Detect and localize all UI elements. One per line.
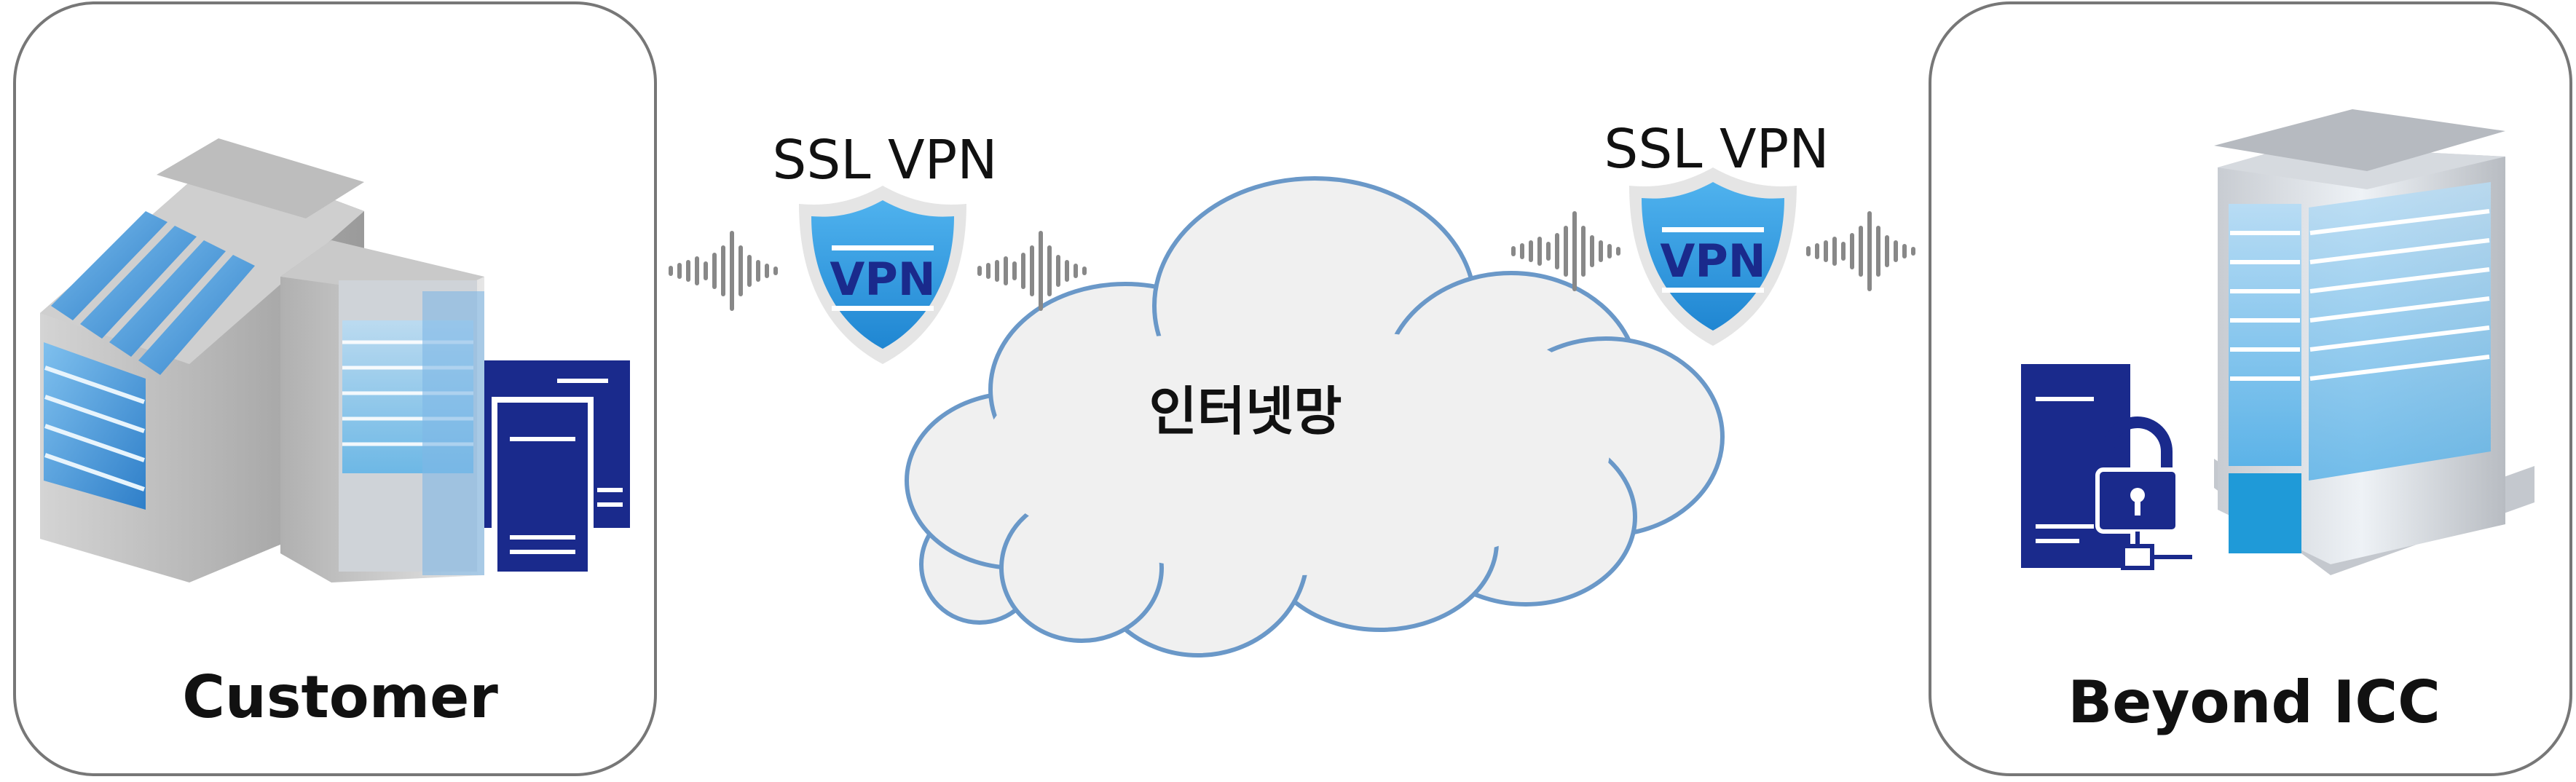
signal-wave-bar xyxy=(738,245,743,296)
office-building-icon xyxy=(40,138,484,582)
signal-wave-bar xyxy=(1546,242,1551,261)
signal-wave-bar xyxy=(1082,266,1087,275)
signal-wave-bar xyxy=(995,260,999,282)
signal-wave-bar xyxy=(1047,245,1052,296)
beyond-icc-site: Beyond ICC xyxy=(1929,1,2572,776)
signal-waves xyxy=(669,211,1915,311)
signal-wave-bar xyxy=(1520,243,1524,259)
signal-wave-bar xyxy=(1039,231,1043,311)
signal-wave-bar xyxy=(1832,237,1837,266)
signal-wave-bar xyxy=(1599,240,1603,262)
internet-network-label: 인터넷망 xyxy=(1149,381,1342,442)
signal-wave-bar xyxy=(747,255,752,287)
signal-wave-bar xyxy=(1537,237,1542,266)
signal-wave-bar xyxy=(1850,233,1854,269)
vpn-badge-right: VPN xyxy=(1660,234,1765,288)
signal-wave-bar xyxy=(677,263,682,279)
vpn-badge-left: VPN xyxy=(830,253,935,306)
signal-wave-bar xyxy=(1030,245,1034,296)
server-rack-icon xyxy=(484,360,630,572)
signal-wave-bar xyxy=(1065,260,1069,282)
signal-wave-left-b xyxy=(977,231,1087,311)
signal-wave-bar xyxy=(1056,255,1060,287)
signal-wave-bar xyxy=(1867,211,1872,291)
signal-wave-bar xyxy=(773,266,778,275)
signal-wave-right-b xyxy=(1806,211,1915,291)
customer-label: Customer xyxy=(182,663,498,731)
signal-wave-bar xyxy=(1572,211,1577,291)
signal-wave-bar xyxy=(1564,226,1568,277)
signal-wave-bar xyxy=(1841,242,1846,261)
vpn-link-left: SSL VPN VPN xyxy=(772,129,998,364)
signal-wave-bar xyxy=(1894,240,1898,262)
signal-wave-bar xyxy=(1902,244,1907,258)
signal-wave-bar xyxy=(1607,244,1612,258)
locked-server-icon xyxy=(2021,364,2192,570)
signal-wave-bar xyxy=(1859,226,1863,277)
signal-wave-bar xyxy=(1815,243,1819,259)
signal-wave-bar xyxy=(1074,264,1078,278)
signal-wave-bar xyxy=(1590,235,1594,267)
signal-wave-bar xyxy=(695,256,699,285)
signal-wave-bar xyxy=(1616,247,1620,256)
signal-wave-bar xyxy=(977,266,982,276)
signal-wave-bar xyxy=(1511,246,1516,256)
signal-wave-bar xyxy=(669,266,673,276)
signal-wave-bar xyxy=(686,260,690,282)
signal-wave-bar xyxy=(1529,240,1533,262)
signal-wave-bar xyxy=(986,263,990,279)
signal-wave-bar xyxy=(704,261,708,280)
vpn-shield-icon: VPN xyxy=(1629,167,1797,346)
signal-wave-bar xyxy=(1581,226,1586,277)
signal-wave-bar xyxy=(1885,235,1889,267)
datacenter-tower-icon xyxy=(2214,109,2534,575)
vpn-shield-icon: VPN xyxy=(799,186,966,364)
signal-wave-bar xyxy=(1876,226,1880,277)
signal-wave-bar xyxy=(1911,247,1915,256)
signal-wave-bar xyxy=(730,231,734,311)
signal-wave-bar xyxy=(756,260,760,282)
signal-wave-bar xyxy=(712,253,717,289)
signal-wave-bar xyxy=(1021,253,1025,289)
signal-wave-left-a xyxy=(669,231,778,311)
beyond-icc-label: Beyond ICC xyxy=(2068,668,2441,736)
vpn-link-right: SSL VPN VPN xyxy=(1604,118,1829,346)
signal-wave-bar xyxy=(1004,256,1008,285)
vpn-link-left-label: SSL VPN xyxy=(772,129,997,191)
signal-wave-bar xyxy=(1806,246,1811,256)
signal-wave-bar xyxy=(721,245,725,296)
signal-wave-bar xyxy=(765,264,769,278)
customer-site: Customer xyxy=(13,1,657,776)
signal-wave-bar xyxy=(1012,261,1017,280)
signal-wave-bar xyxy=(1555,233,1559,269)
cloud-icon xyxy=(905,176,1725,657)
signal-wave-right-a xyxy=(1511,211,1620,291)
signal-wave-bar xyxy=(1824,240,1828,262)
